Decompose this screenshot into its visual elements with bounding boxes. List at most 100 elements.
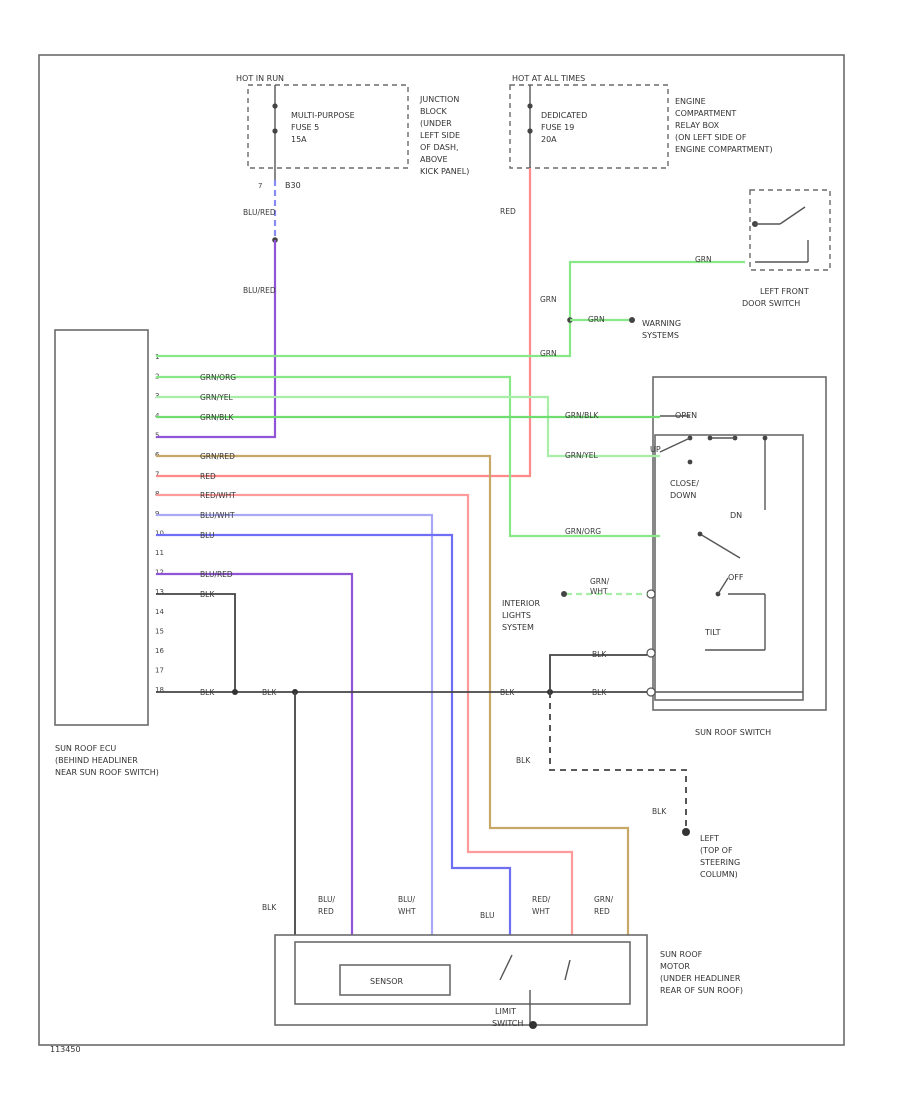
- fuse-right-loc-1: COMPARTMENT: [675, 109, 736, 118]
- switch-up: UP: [650, 445, 661, 454]
- wire-red-ecu: RED: [200, 472, 216, 481]
- interior-label-1: LIGHTS: [502, 611, 531, 620]
- fuse-right-rating: 20A: [541, 135, 557, 144]
- footer-code: 113450: [50, 1045, 81, 1054]
- door-switch: LEFT FRONT DOOR SWITCH: [742, 189, 831, 308]
- switch-off: OFF: [728, 573, 744, 582]
- wire-blk-18b: BLK: [262, 688, 277, 697]
- wire-grn-warning: GRN: [588, 315, 605, 324]
- fuse-left-name: MULTI-PURPOSE: [291, 111, 355, 120]
- door-switch-label-1: DOOR SWITCH: [742, 299, 800, 308]
- wire-blk-18d: BLK: [592, 688, 607, 697]
- motor-limit-0: LIMIT: [495, 1007, 516, 1016]
- motor-label-1: MOTOR: [660, 962, 690, 971]
- wire-grn-red-ecu: GRN/RED: [200, 452, 235, 461]
- fuse-right-fuse: FUSE 19: [541, 123, 574, 132]
- ground-label-2: STEERING: [700, 858, 740, 867]
- wire-red-wht-motor-1: WHT: [532, 907, 550, 916]
- wire-grn-yel-ecu: GRN/YEL: [200, 393, 233, 402]
- wire-blu-red-motor-1: RED: [318, 907, 334, 916]
- ecu-label-1: (BEHIND HEADLINER: [55, 756, 138, 765]
- ecu-pin-7: 7: [155, 471, 159, 479]
- wire-grn-wht-0: GRN/: [590, 577, 610, 586]
- fuse-left-loc-2: (UNDER: [420, 119, 452, 128]
- fuse-right-loc-3: (ON LEFT SIDE OF: [675, 133, 747, 142]
- wire-blu-red-ecu: BLU/RED: [200, 570, 233, 579]
- ecu-pin-18: 18: [155, 686, 164, 694]
- wire-blu-ecu: BLU: [200, 531, 214, 540]
- sunroof-motor: SENSOR LIMIT SWITCH SUN ROOF MOTOR (UNDE…: [274, 934, 743, 1029]
- motor-label-2: (UNDER HEADLINER: [660, 974, 741, 983]
- wire-blk-motor: BLK: [262, 903, 277, 912]
- wire-grn-vert: GRN: [540, 295, 557, 304]
- ecu-label-0: SUN ROOF ECU: [55, 744, 116, 753]
- wire-red-wht-motor-0: RED/: [532, 895, 551, 904]
- wire-grn-red-motor-0: GRN/: [594, 895, 614, 904]
- fuse-left-connector: B30: [285, 181, 301, 190]
- fuse-left-loc-5: ABOVE: [420, 155, 448, 164]
- fuse-left-loc-4: OF DASH,: [420, 143, 459, 152]
- ground-label-0: LEFT: [700, 834, 719, 843]
- fuse-right-loc-0: ENGINE: [675, 97, 706, 106]
- wire-grn-red-motor-1: RED: [594, 907, 610, 916]
- fuse-left-loc-1: BLOCK: [420, 107, 448, 116]
- wire-blu-red-2: BLU/RED: [243, 286, 276, 295]
- switch-closed-1: DOWN: [670, 491, 696, 500]
- switch-dn: DN: [730, 511, 742, 520]
- wire-grn-wht-1: WHT: [590, 587, 608, 596]
- ecu-pin-12: 12: [155, 569, 164, 577]
- interior-label-2: SYSTEM: [502, 623, 534, 632]
- interior-label-0: INTERIOR: [502, 599, 541, 608]
- door-switch-label-0: LEFT FRONT: [760, 287, 809, 296]
- fuse-right-loc-4: ENGINE COMPARTMENT): [675, 145, 773, 154]
- fuse-left-loc-0: JUNCTION: [419, 95, 459, 104]
- sunroof-ecu: SUN ROOF ECU (BEHIND HEADLINER NEAR SUN …: [54, 329, 159, 777]
- wire-grn-blk-ecu: GRN/BLK: [200, 413, 234, 422]
- warning-label-0: WARNING: [642, 319, 681, 328]
- wire-blk-18a: BLK: [200, 688, 215, 697]
- ecu-pin-17: 17: [155, 667, 164, 675]
- fuse-right-header: HOT AT ALL TIMES: [512, 74, 585, 83]
- fuse-right-name: DEDICATED: [541, 111, 587, 120]
- fuse-box-left: HOT IN RUN MULTI-PURPOSE FUSE 5 15A JUNC…: [236, 74, 469, 190]
- wire-blu-red-1a: BLU/RED: [243, 208, 276, 217]
- wire-blu-red-motor-0: BLU/: [318, 895, 335, 904]
- wire-grn-low: GRN: [540, 349, 557, 358]
- ecu-pin-10: 10: [155, 529, 164, 537]
- motor-label-0: SUN ROOF: [660, 950, 703, 959]
- wire-red-wht-ecu: RED/WHT: [200, 491, 236, 500]
- ecu-pin-11: 11: [155, 549, 164, 557]
- ecu-pin-9: 9: [155, 510, 159, 518]
- fuse-left-loc-3: LEFT SIDE: [420, 131, 460, 140]
- fuse-box-right: HOT AT ALL TIMES DEDICATED FUSE 19 20A E…: [509, 74, 773, 169]
- sunroof-switch: OPEN UP CLOSE/ DOWN DN OFF TILT SUN ROOF…: [646, 376, 827, 737]
- ecu-pin-4: 4: [155, 412, 160, 420]
- switch-closed-0: CLOSE/: [670, 479, 699, 488]
- ecu-pin-13: 13: [155, 588, 164, 596]
- fuse-left-fuse: FUSE 5: [291, 123, 319, 132]
- fuse-left-rating: 15A: [291, 135, 307, 144]
- svg-text:7: 7: [258, 182, 262, 190]
- wire-blu-wht-motor-0: BLU/: [398, 895, 415, 904]
- wire-blk-dash-1: BLK: [516, 756, 531, 765]
- diagram-frame: [38, 54, 845, 1046]
- wire-blk-18c: BLK: [500, 688, 515, 697]
- wire-blu-wht-motor-1: WHT: [398, 907, 416, 916]
- fuse-left-header: HOT IN RUN: [236, 74, 284, 83]
- switch-label: SUN ROOF SWITCH: [695, 728, 771, 737]
- ground-label-3: COLUMN): [700, 870, 738, 879]
- wire-blk-switch: BLK: [592, 650, 607, 659]
- switch-tilt: TILT: [704, 628, 721, 637]
- ecu-pin-14: 14: [155, 608, 164, 616]
- wire-blu-wht-ecu: BLU/WHT: [200, 511, 235, 520]
- ecu-label-2: NEAR SUN ROOF SWITCH): [55, 768, 159, 777]
- wire-grn-yel-sw: GRN/YEL: [565, 451, 598, 460]
- fuse-right-loc-2: RELAY BOX: [675, 121, 720, 130]
- motor-sensor: SENSOR: [370, 977, 403, 986]
- wire-blk-13: BLK: [200, 590, 215, 599]
- wire-red-fuse: RED: [500, 207, 516, 216]
- ground-label-1: (TOP OF: [700, 846, 733, 855]
- fuse-left-loc-6: KICK PANEL): [420, 167, 469, 176]
